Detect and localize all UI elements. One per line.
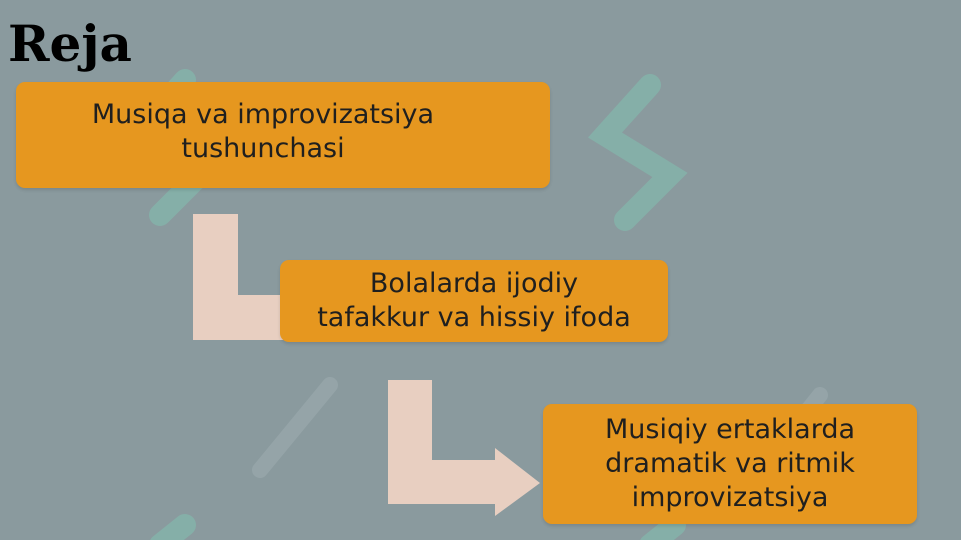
step-box-3: Musiqiy ertaklarda dramatik va ritmik im… [543, 404, 917, 524]
step-text: Musiqa va improvizatsiya tushunchasi [68, 98, 458, 166]
step-line: improvizatsiya [631, 482, 829, 513]
step-text: Musiqiy ertaklarda dramatik va ritmik im… [605, 413, 855, 515]
step-line: Musiqa va improvizatsiya [91, 99, 435, 130]
step-text: Bolalarda ijodiy tafakkur va hissiy ifod… [317, 267, 631, 335]
step-box-1: Musiqa va improvizatsiya tushunchasi [16, 82, 550, 188]
step-box-2: Bolalarda ijodiy tafakkur va hissiy ifod… [280, 260, 668, 342]
step-line: Musiqiy ertaklarda [604, 414, 855, 445]
bent-arrow-icon [388, 380, 540, 516]
step-line: dramatik va ritmik [605, 448, 855, 479]
step-line: tushunchasi [181, 133, 345, 164]
step-line: tafakkur va hissiy ifoda [317, 302, 631, 333]
step-line: Bolalarda ijodiy [369, 268, 579, 299]
slide-title: Reja [8, 14, 132, 73]
